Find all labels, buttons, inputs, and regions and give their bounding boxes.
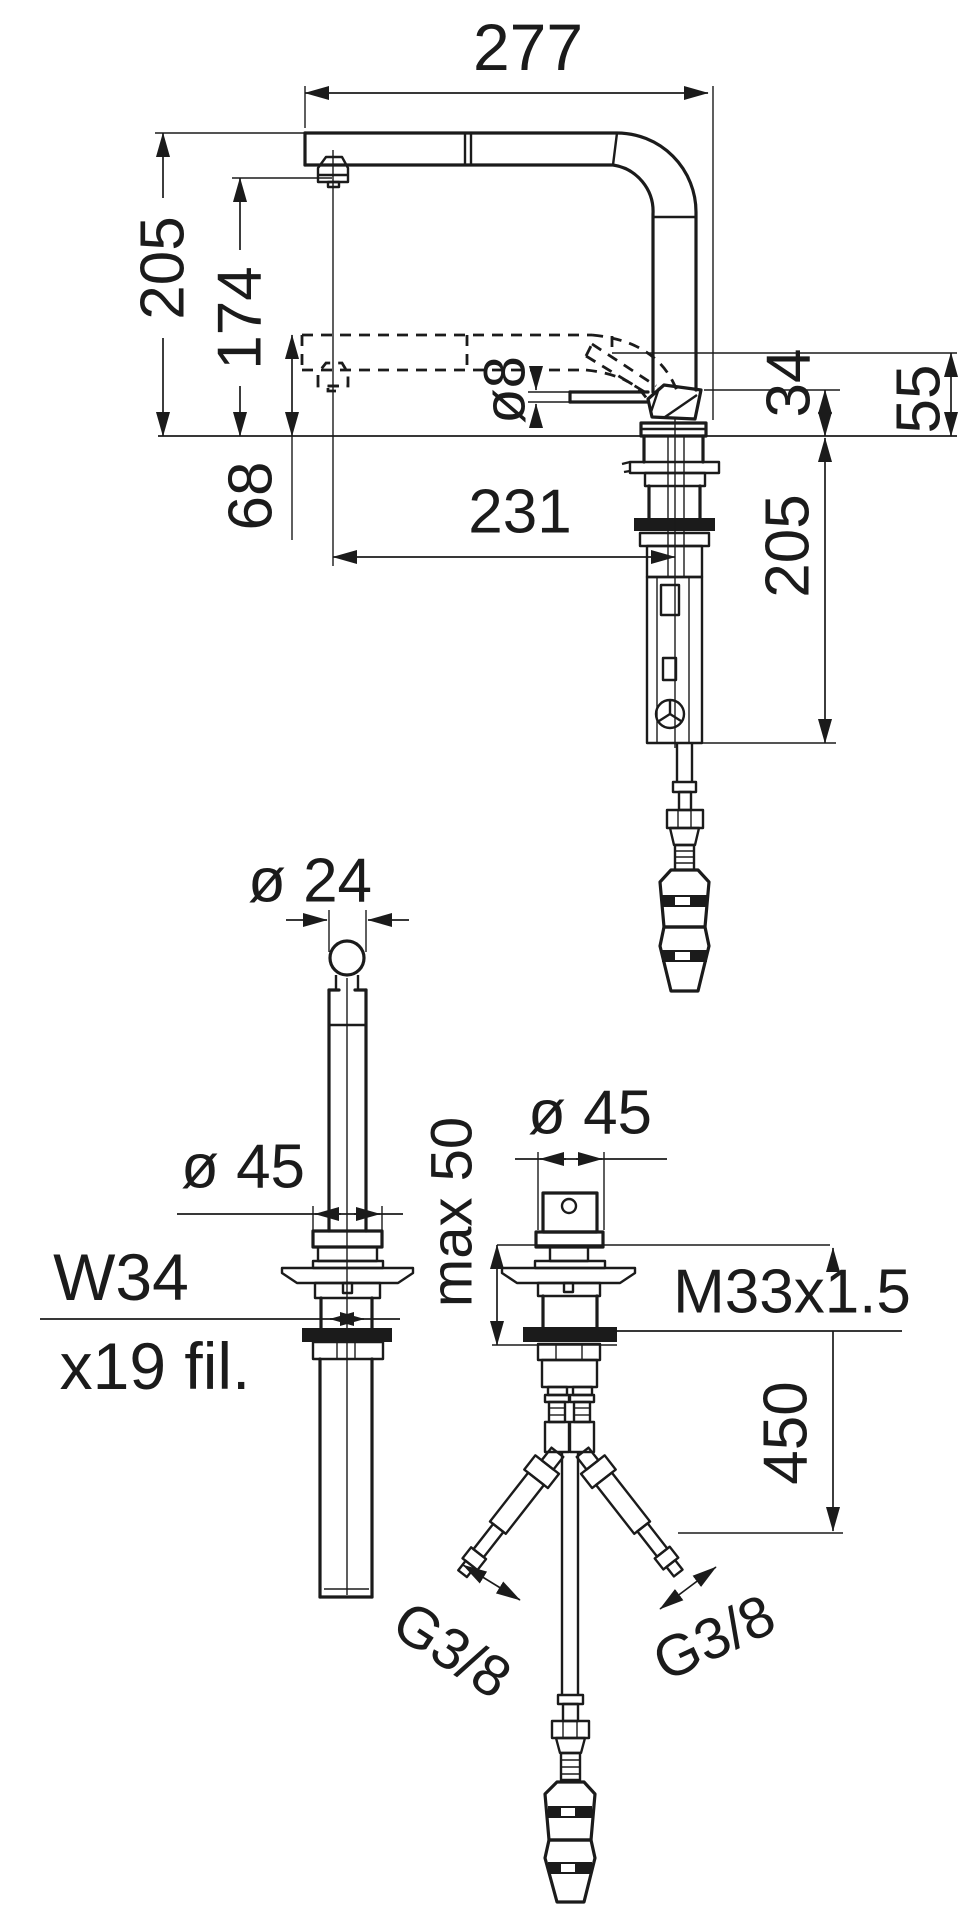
- dim-o24: ø 24: [248, 847, 409, 952]
- dim-label-g38-left: G3/8: [382, 1588, 523, 1711]
- dim-277: 277: [304, 10, 714, 420]
- body-mounting-stack: [500, 1191, 637, 1397]
- lever-handle: [568, 383, 703, 421]
- dim-o45-handle: ø 45: [177, 1133, 403, 1232]
- supply-hose-left: [457, 1446, 565, 1579]
- dim-max50: max 50: [420, 1117, 830, 1346]
- dim-o8: ø8: [473, 356, 570, 429]
- handle-mounting-stack: [280, 1229, 415, 1599]
- dim-205-under: 205: [700, 437, 836, 744]
- top-view-faucet-elevation: 277 205 174 68 ø8: [129, 10, 959, 993]
- aerator-dashed: [316, 361, 350, 388]
- dim-label-277: 277: [473, 10, 583, 84]
- spout-outline: [303, 131, 698, 394]
- spray-hose-bottom: [543, 1452, 597, 1904]
- dim-label-o45-handle: ø 45: [181, 1133, 305, 1202]
- dim-label-34: 34: [755, 349, 824, 418]
- dim-o45-body: ø 45: [515, 1079, 667, 1230]
- dim-label-g38-right: G3/8: [643, 1582, 784, 1694]
- dim-label-o8: ø8: [473, 356, 538, 424]
- callout-g38-right: G3/8: [643, 1566, 785, 1694]
- dim-450: 450: [678, 1331, 843, 1534]
- under-counter-body: [621, 418, 721, 748]
- dim-w34: W34 x19 fil.: [40, 1240, 400, 1403]
- supply-hose-right: [575, 1446, 684, 1578]
- dim-label-o24: ø 24: [248, 847, 372, 916]
- callout-g38-left: G3/8: [382, 1564, 523, 1712]
- dim-label-55: 55: [885, 365, 954, 434]
- dim-label-x19fil: x19 fil.: [60, 1329, 251, 1403]
- dim-label-max50: max 50: [420, 1117, 485, 1307]
- dim-label-m33: M33x1.5: [673, 1258, 911, 1327]
- dim-label-w34: W34: [53, 1240, 189, 1314]
- dim-label-205-height: 205: [129, 216, 198, 319]
- dim-231: 231: [332, 478, 676, 565]
- dim-label-205-under: 205: [754, 494, 823, 597]
- dim-174: 174: [206, 177, 332, 437]
- dim-34: 34: [704, 349, 840, 437]
- dim-55: 55: [612, 352, 959, 437]
- body-detail-view: ø 45: [382, 1079, 911, 1904]
- dim-label-68: 68: [217, 462, 286, 531]
- hose-connectors: [543, 1393, 596, 1454]
- handle-detail-view: ø 24 ø 45: [40, 847, 415, 1599]
- dim-m33: M33x1.5: [613, 1247, 911, 1332]
- dim-label-o45-body: ø 45: [528, 1079, 652, 1148]
- dim-label-174: 174: [206, 266, 275, 369]
- dim-label-450: 450: [752, 1381, 821, 1484]
- handle-rod: [327, 939, 368, 1595]
- dim-68: 68: [217, 334, 300, 540]
- dim-205-height: 205: [129, 132, 307, 437]
- dim-label-231: 231: [468, 478, 571, 547]
- spray-hose-and-weight: [658, 743, 711, 993]
